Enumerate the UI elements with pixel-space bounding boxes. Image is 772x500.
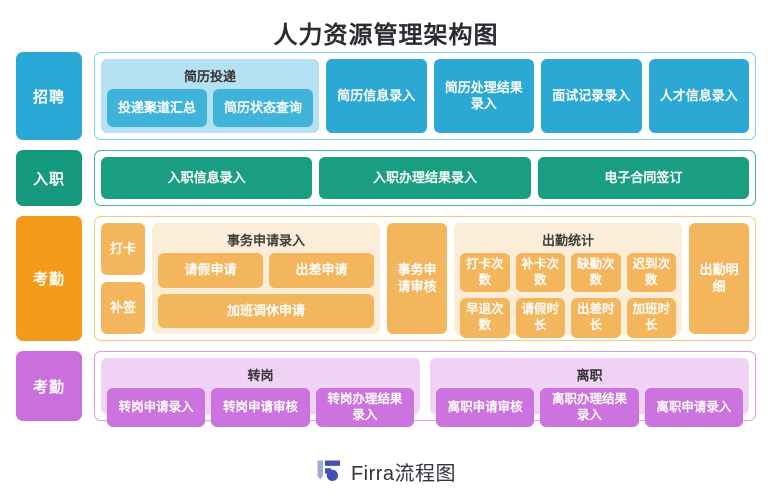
- brand-name: Firra流程图: [350, 463, 457, 485]
- node-channel-summary[interactable]: 投递聚道汇总: [107, 89, 207, 127]
- node-resume-result-entry[interactable]: 简历处理结果录入: [433, 59, 534, 133]
- group-title-resume-submission: 简历投递: [183, 69, 236, 84]
- row-transfer-resignation: 考勤 转岗 转岗申请录入 转岗申请审核 转岗办理结果录入 离职 离职申请审核 离…: [16, 351, 756, 428]
- affair-row-1: 请假申请 出差申请: [158, 253, 374, 288]
- row-onboard: 入职 入职信息录入 入职办理结果录入 电子合同签订: [16, 150, 756, 206]
- row-label-attendance[interactable]: 考勤: [16, 216, 82, 341]
- node-talent-info-entry[interactable]: 人才信息录入: [648, 59, 749, 133]
- node-makeup-card-count[interactable]: 补卡次数: [515, 253, 565, 293]
- group-title-affair-application: 事务申请录入: [226, 233, 305, 248]
- group-children-resignation: 离职申请审核 离职办理结果录入 离职申请录入: [436, 388, 743, 428]
- node-overtime-duration[interactable]: 加班时长: [626, 298, 676, 338]
- affair-row-2: 加班调休申请: [158, 293, 374, 328]
- row-body-attendance: 打卡 补签 事务申请录入 请假申请 出差申请 加班调休申请 事务申请审核 出勤统…: [94, 216, 756, 341]
- node-resume-status-query[interactable]: 简历状态查询: [213, 89, 313, 127]
- node-onboard-info-entry[interactable]: 入职信息录入: [101, 157, 313, 199]
- group-affair-application-entry: 事务申请录入 请假申请 出差申请 加班调休申请: [152, 223, 380, 334]
- firra-logo-icon: [316, 459, 342, 485]
- group-children-resume-submission: 投递聚道汇总 简历状态查询: [107, 89, 313, 127]
- row-recruit: 招聘 简历投递 投递聚道汇总 简历状态查询 简历信息录入 简历处理结果录入 面试…: [16, 52, 756, 140]
- footer-branding: Firra流程图: [0, 457, 772, 486]
- row-label-recruit[interactable]: 招聘: [16, 52, 82, 140]
- node-leave-application[interactable]: 请假申请: [158, 253, 263, 288]
- row-body-transfer-resignation: 转岗 转岗申请录入 转岗申请审核 转岗办理结果录入 离职 离职申请审核 离职办理…: [94, 351, 756, 428]
- group-title-resignation: 离职: [576, 368, 603, 383]
- group-title-attendance-statistics: 出勤统计: [541, 233, 594, 248]
- group-children-transfer: 转岗申请录入 转岗申请审核 转岗办理结果录入: [107, 388, 414, 428]
- node-econtract-signing[interactable]: 电子合同签订: [537, 157, 749, 199]
- node-trip-duration[interactable]: 出差时长: [571, 298, 621, 338]
- node-attendance-detail[interactable]: 出勤明细: [689, 223, 749, 334]
- group-resignation: 离职 离职申请审核 离职办理结果录入 离职申请录入: [430, 358, 749, 428]
- group-transfer: 转岗 转岗申请录入 转岗申请审核 转岗办理结果录入: [101, 358, 420, 428]
- row-body-recruit: 简历投递 投递聚道汇总 简历状态查询 简历信息录入 简历处理结果录入 面试记录录…: [94, 52, 756, 140]
- punch-column: 打卡 补签: [101, 223, 145, 334]
- node-affair-application-review[interactable]: 事务申请审核: [387, 223, 447, 334]
- page-title: 人力资源管理架构图: [273, 22, 499, 49]
- row-body-onboard: 入职信息录入 入职办理结果录入 电子合同签订: [94, 150, 756, 206]
- node-makeup-sign[interactable]: 补签: [101, 282, 145, 334]
- row-attendance: 考勤 打卡 补签 事务申请录入 请假申请 出差申请 加班调休申请 事务申: [16, 216, 756, 341]
- group-title-transfer: 转岗: [247, 368, 274, 383]
- node-absence-count[interactable]: 缺勤次数: [571, 253, 621, 293]
- stat-row-1: 打卡次数 补卡次数 缺勤次数 迟到次数: [460, 253, 676, 293]
- group-children-affair-application: 请假申请 出差申请 加班调休申请: [158, 253, 374, 328]
- node-business-trip-application[interactable]: 出差申请: [269, 253, 374, 288]
- node-late-count[interactable]: 迟到次数: [626, 253, 676, 293]
- node-transfer-application-review[interactable]: 转岗申请审核: [211, 388, 310, 428]
- node-transfer-result-entry[interactable]: 转岗办理结果录入: [315, 388, 414, 428]
- row-label-onboard[interactable]: 入职: [16, 150, 82, 206]
- node-punch-in[interactable]: 打卡: [101, 223, 145, 275]
- node-leave-duration[interactable]: 请假时长: [515, 298, 565, 338]
- stat-row-2: 早退次数 请假时长 出差时长 加班时长: [460, 298, 676, 338]
- node-resignation-application-entry[interactable]: 离职申请录入: [644, 388, 743, 428]
- group-children-attendance-statistics: 打卡次数 补卡次数 缺勤次数 迟到次数 早退次数 请假时长 出差时长 加班时长: [460, 253, 676, 338]
- node-resume-info-entry[interactable]: 简历信息录入: [326, 59, 427, 133]
- node-transfer-application-entry[interactable]: 转岗申请录入: [107, 388, 206, 428]
- row-label-transfer-resignation[interactable]: 考勤: [16, 351, 82, 421]
- node-punch-count[interactable]: 打卡次数: [460, 253, 510, 293]
- node-early-leave-count[interactable]: 早退次数: [460, 298, 510, 338]
- node-interview-record-entry[interactable]: 面试记录录入: [541, 59, 642, 133]
- node-resignation-result-entry[interactable]: 离职办理结果录入: [540, 388, 639, 428]
- node-resignation-application-review[interactable]: 离职申请审核: [436, 388, 535, 428]
- node-overtime-comp-application[interactable]: 加班调休申请: [158, 293, 374, 328]
- group-resume-submission: 简历投递 投递聚道汇总 简历状态查询: [101, 59, 319, 133]
- group-attendance-statistics: 出勤统计 打卡次数 补卡次数 缺勤次数 迟到次数 早退次数 请假时长 出差时长 …: [454, 223, 682, 338]
- node-onboard-result-entry[interactable]: 入职办理结果录入: [319, 157, 531, 199]
